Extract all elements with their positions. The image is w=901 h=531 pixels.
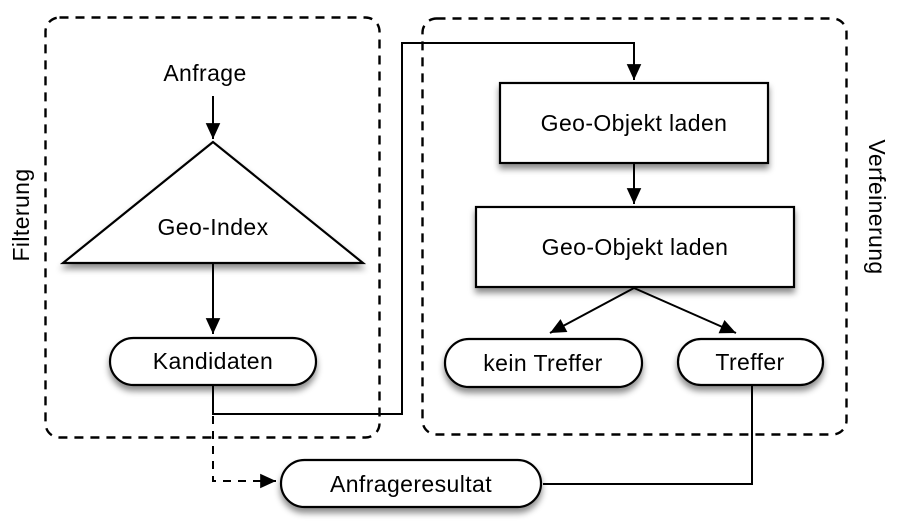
node-geo-objekt-laden-2-label: Geo-Objekt laden bbox=[541, 234, 729, 260]
edge-treffer-to-anfrageresultat bbox=[543, 386, 753, 485]
node-kein-treffer-label: kein Treffer bbox=[483, 350, 603, 376]
node-anfrageresultat-label: Anfrageresultat bbox=[330, 471, 492, 497]
node-treffer-shape bbox=[676, 337, 825, 387]
node-kandidaten-shape bbox=[108, 336, 318, 387]
node-geo-objekt-laden-1-label: Geo-Objekt laden bbox=[540, 110, 728, 136]
group-verfeinerung-border bbox=[421, 17, 848, 436]
edge-geo-objekt-laden-2-to-kein-treffer bbox=[549, 287, 635, 334]
node-geo-objekt-laden-1-shape bbox=[498, 81, 770, 165]
edge-kandidaten-to-anfrageresultat-dashed bbox=[212, 416, 276, 489]
node-geo-objekt-laden-2-shape bbox=[474, 205, 796, 289]
node-geo-index-shape bbox=[59, 140, 367, 265]
group-filterung-border bbox=[44, 16, 381, 439]
group-filterung-label: Filterung bbox=[8, 168, 34, 262]
node-anfrageresultat-shape bbox=[279, 458, 543, 509]
node-kein-treffer-shape bbox=[443, 337, 644, 389]
node-anfrage-label: Anfrage bbox=[163, 60, 247, 86]
node-treffer-label: Treffer bbox=[715, 349, 785, 375]
edge-geo-objekt-laden-2-to-treffer bbox=[633, 287, 737, 334]
node-kandidaten-label: Kandidaten bbox=[152, 348, 274, 374]
group-verfeinerung-label: Verfeinerung bbox=[864, 139, 890, 275]
edge-kandidaten-to-geo-objekt-laden-1 bbox=[212, 42, 642, 415]
node-geo-index-label: Geo-Index bbox=[157, 214, 269, 240]
